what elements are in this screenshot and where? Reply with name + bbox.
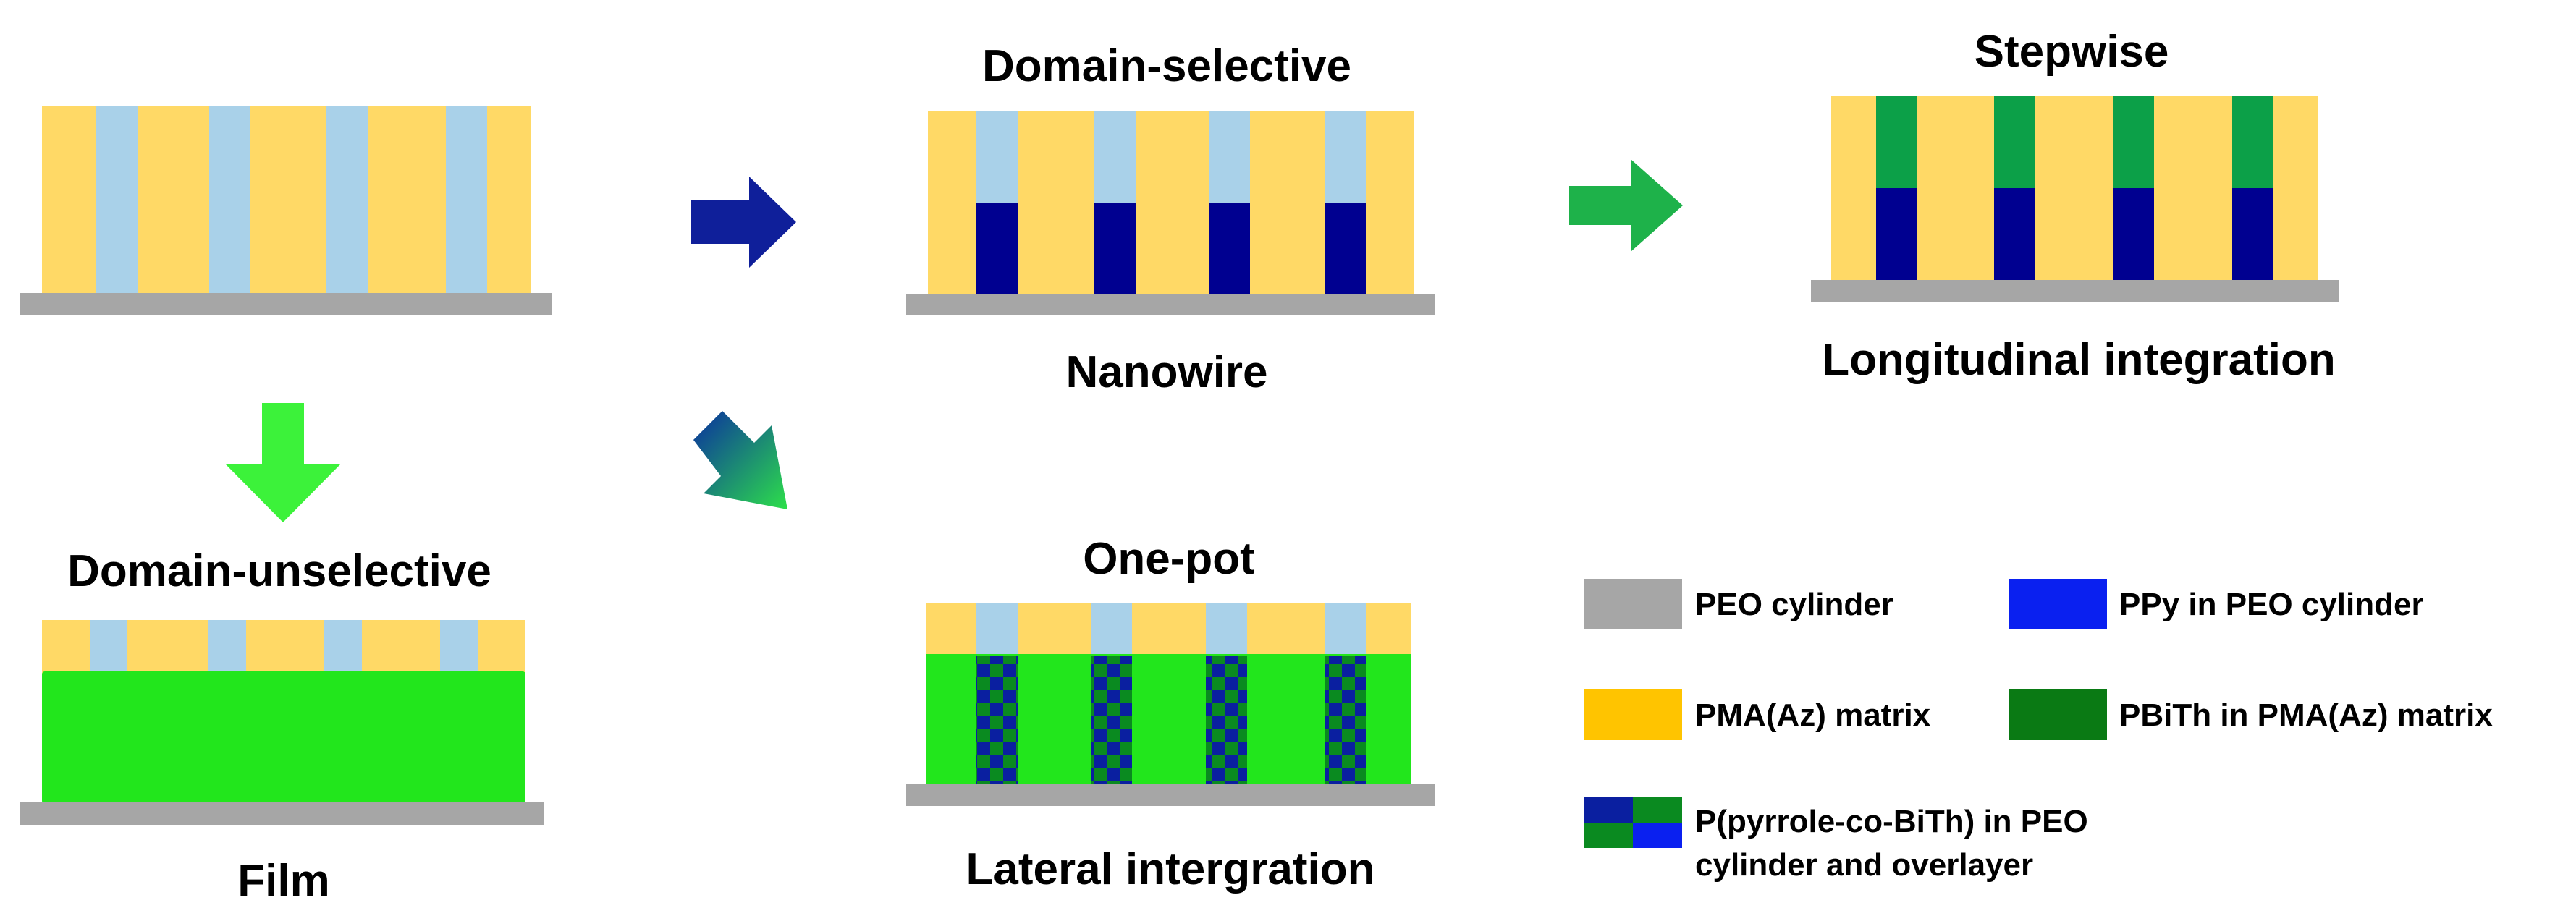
legend-swatch-copolymer xyxy=(1584,797,1682,848)
cylinder xyxy=(209,106,250,293)
stepwise-panel xyxy=(1811,96,2339,302)
legend-label-matrix: PMA(Az) matrix xyxy=(1695,697,1931,733)
legend-swatch-substrate xyxy=(1584,579,1682,629)
cylinder xyxy=(446,106,487,293)
domain-unselective-panel xyxy=(20,620,544,825)
legend-swatch-matrix xyxy=(1584,689,1682,740)
cylinder xyxy=(326,106,368,293)
label-domain-unselective: Domain-unselective xyxy=(67,546,491,596)
legend-label-copolymer-line2: cylinder and overlayer xyxy=(1695,847,2033,883)
legend-swatch-pbith xyxy=(2009,689,2107,740)
cylinder xyxy=(96,106,138,293)
arrow-right-blue xyxy=(691,177,796,268)
label-domain-selective: Domain-selective xyxy=(982,41,1351,91)
legend-label-ppy: PPy in PEO cylinder xyxy=(2119,587,2424,622)
label-film: Film xyxy=(237,856,329,906)
legend: PEO cylinder PPy in PEO cylinder PMA(Az)… xyxy=(1584,579,2493,883)
arrow-down-lightgreen xyxy=(226,403,340,522)
label-one-pot: One-pot xyxy=(1083,534,1255,584)
arrow-right-green xyxy=(1569,159,1683,252)
legend-label-substrate: PEO cylinder xyxy=(1695,587,1893,622)
legend-label-copolymer-line1: P(pyrrole-co-BiTh) in PEO xyxy=(1695,804,2088,839)
label-nanowire: Nanowire xyxy=(1065,347,1267,397)
domain-selective-panel xyxy=(906,111,1435,315)
label-longitudinal: Longitudinal integration xyxy=(1822,335,2335,385)
legend-swatch-ppy xyxy=(2009,579,2107,629)
arrow-diagonal-gradient xyxy=(693,411,787,509)
one-pot-panel xyxy=(906,603,1435,806)
label-lateral: Lateral intergration xyxy=(966,844,1375,894)
substrate xyxy=(20,293,552,315)
label-stepwise: Stepwise xyxy=(1975,27,2169,77)
legend-label-pbith: PBiTh in PMA(Az) matrix xyxy=(2119,697,2493,733)
initial-template xyxy=(20,106,552,315)
